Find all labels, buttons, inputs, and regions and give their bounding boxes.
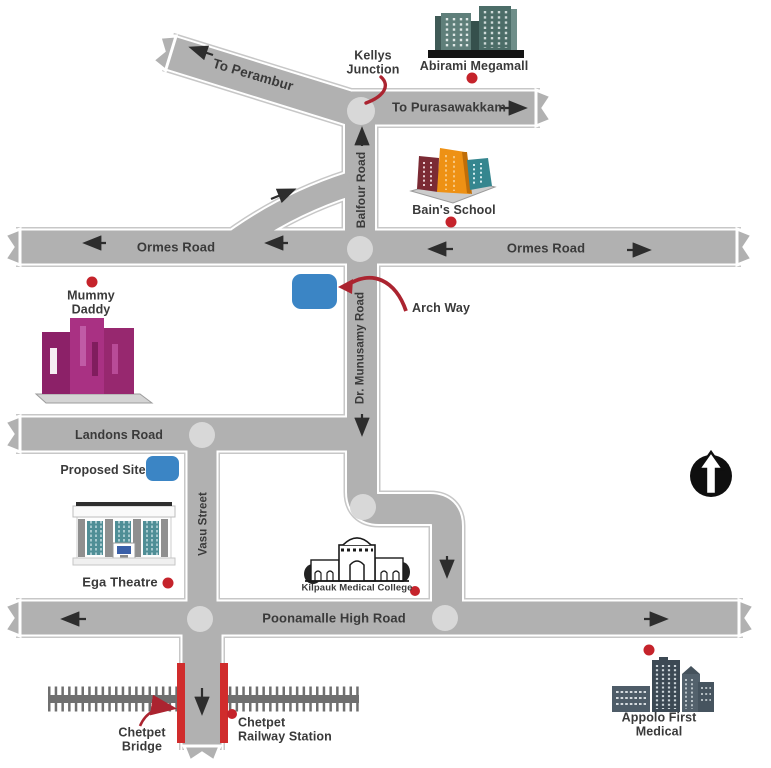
proposed-site-label: Proposed Site bbox=[60, 462, 146, 477]
chetpet-railway-station-label: Chetpet Railway Station bbox=[238, 715, 332, 744]
roundabouts bbox=[187, 97, 458, 632]
railway-station-dot bbox=[227, 709, 237, 719]
ormes-road-label-right: Ormes Road bbox=[506, 240, 586, 256]
abirami-megamall-label: Abirami Megamall bbox=[419, 58, 529, 73]
arch-way-curve bbox=[344, 275, 408, 312]
poonamalle-vasu-junction-circle bbox=[187, 606, 213, 632]
mummy-daddy-label: Mummy Daddy bbox=[67, 288, 115, 317]
munusamy-bend-circle bbox=[350, 494, 376, 520]
annotation-arrows bbox=[138, 75, 408, 727]
kellys-junction-label: Kellys Junction bbox=[346, 48, 400, 77]
vasu-street-label: Vasu Street bbox=[197, 492, 210, 556]
appolo-first-medical-icon bbox=[612, 657, 714, 712]
ega-dot bbox=[162, 577, 174, 589]
direction-arrows bbox=[60, 45, 669, 716]
balfour-road-label: Balfour Road bbox=[354, 151, 369, 229]
proposed-site-marker bbox=[146, 456, 179, 481]
to-purasawakkam-label: To Purasawakkam bbox=[392, 99, 506, 115]
ega-theatre-label: Ega Theatre bbox=[82, 574, 158, 590]
bains-dot bbox=[445, 216, 457, 228]
arch-way-arrowhead bbox=[338, 279, 353, 294]
arch-way-label: Arch Way bbox=[412, 300, 470, 315]
chetpet-bridge-pointer bbox=[138, 694, 178, 727]
mummy-daddy-dot bbox=[86, 276, 98, 288]
mummy-daddy-icon bbox=[34, 318, 154, 404]
abirami-dot bbox=[466, 72, 478, 84]
ega-theatre-icon bbox=[72, 502, 176, 566]
kilpauk-medical-college-label: Kilpauk Medical College bbox=[301, 582, 413, 594]
landons-vasu-junction-circle bbox=[189, 422, 215, 448]
poonamalle-high-road-label: Poonamalle High Road bbox=[262, 610, 406, 626]
kellys-junction-pointer bbox=[364, 75, 387, 105]
bains-school-icon bbox=[409, 148, 497, 204]
appolo-dot bbox=[643, 644, 655, 656]
chetpet-bridge-label: Chetpet Bridge bbox=[118, 725, 166, 754]
chetpet-bridge-bars bbox=[177, 663, 228, 743]
kilpauk-dot bbox=[410, 586, 420, 596]
bains-school-label: Bain's School bbox=[412, 202, 496, 217]
landons-road-label: Landons Road bbox=[74, 427, 164, 442]
north-arrow-icon bbox=[690, 449, 732, 497]
landmark-dots bbox=[86, 72, 655, 719]
balfour-ormes-junction-circle bbox=[347, 236, 373, 262]
poonamalle-munusamy-junction-circle bbox=[432, 605, 458, 631]
abirami-megamall-icon bbox=[428, 6, 524, 58]
ormes-road-label-left: Ormes Road bbox=[136, 239, 216, 255]
kilpauk-medical-college-icon bbox=[304, 537, 410, 584]
dr-munusamy-road-label: Dr. Munusamy Road bbox=[354, 291, 367, 405]
site-marker bbox=[292, 274, 337, 309]
appolo-first-medical-label: Appolo First Medical bbox=[621, 710, 697, 739]
